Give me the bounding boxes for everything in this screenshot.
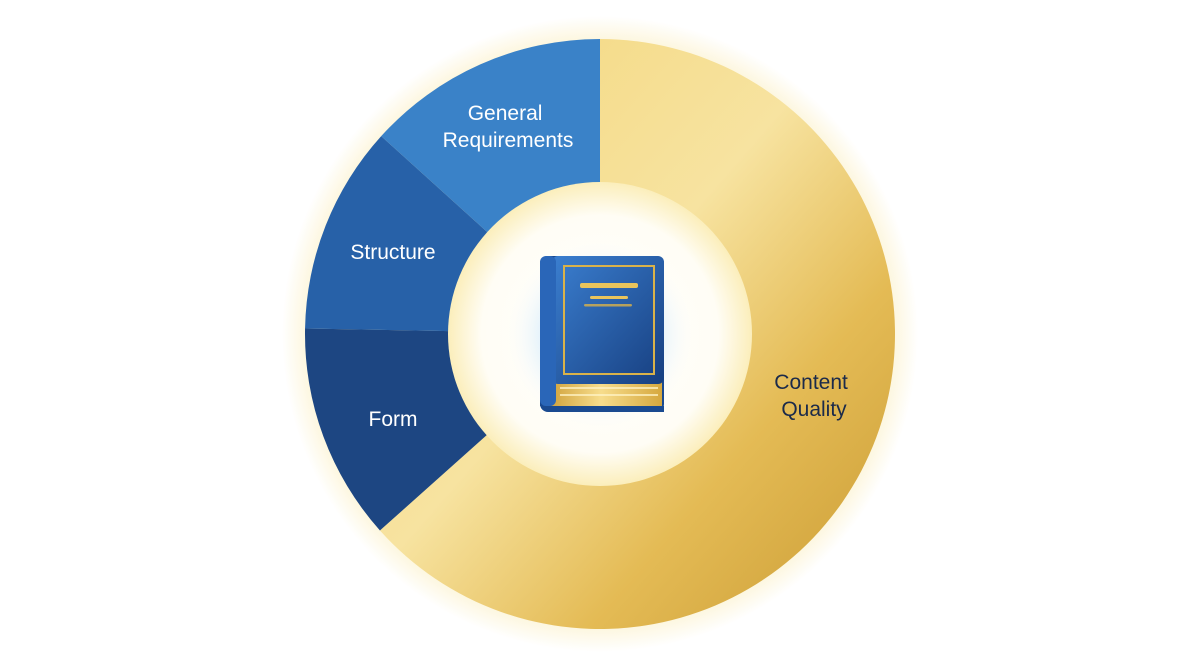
- label-content-quality: Content Quality: [774, 371, 853, 421]
- book-icon: [505, 240, 695, 430]
- label-general-requirements: General Requirements: [443, 102, 574, 152]
- label-structure: Structure: [350, 241, 435, 264]
- segment-general-requirements: [381, 39, 600, 234]
- segment-structure: [305, 136, 489, 332]
- donut-segments: [304, 39, 895, 629]
- segment-form: [304, 328, 489, 531]
- label-form: Form: [369, 408, 418, 431]
- segment-content-quality: [379, 39, 895, 629]
- segment-labels: General Requirements Structure Form Cont…: [350, 102, 853, 431]
